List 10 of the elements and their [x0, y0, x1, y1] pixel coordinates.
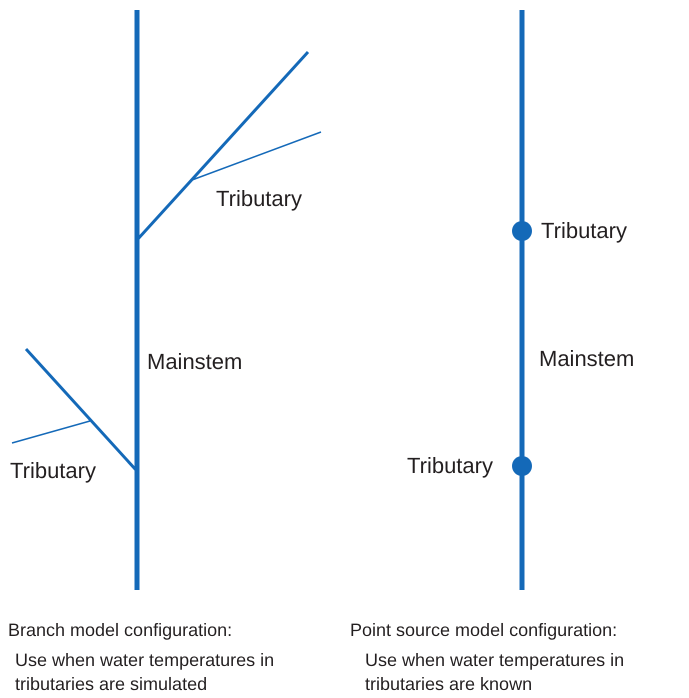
river-label: Tributary — [10, 458, 96, 484]
river-label: Tributary — [216, 186, 302, 212]
river-label: Tributary — [407, 453, 493, 479]
river-label: Tributary — [541, 218, 627, 244]
caption-heading: Branch model configuration: — [8, 620, 232, 641]
caption-text: Use when water temperatures in tributaries are simulated — [15, 649, 276, 696]
river-label: Mainstem — [147, 349, 242, 375]
river-label: Mainstem — [539, 346, 634, 372]
caption-text: Use when water temperatures in tributaries are known — [365, 649, 626, 696]
caption-heading: Point source model configuration: — [350, 620, 618, 641]
